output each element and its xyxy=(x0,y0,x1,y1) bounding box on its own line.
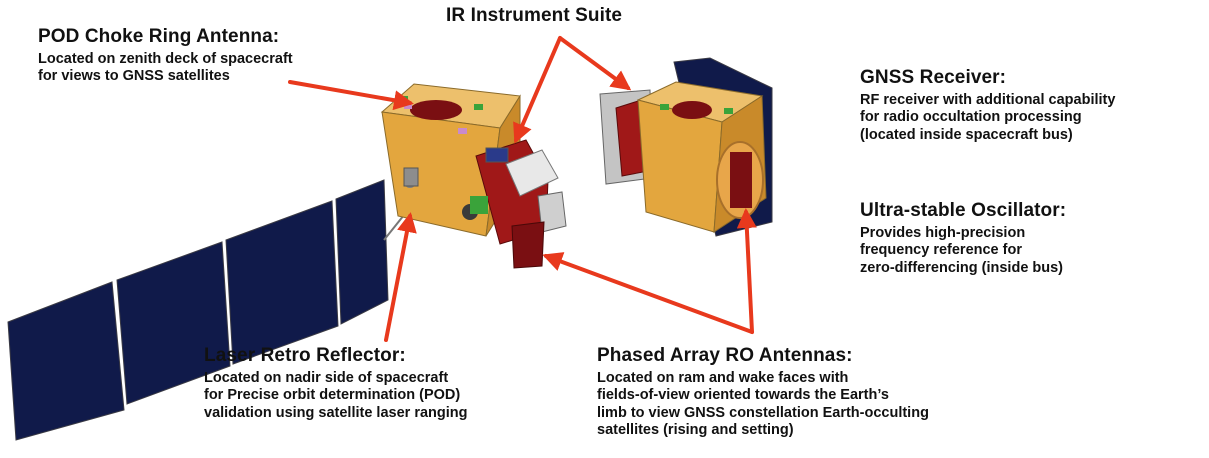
oscillator-line: zero-differencing (inside bus) xyxy=(860,259,1064,276)
gnss-receiver-line: (located inside spacecraft bus) xyxy=(860,126,1073,143)
ir-suite-title: IR Instrument Suite xyxy=(446,5,623,26)
arrow-pod xyxy=(288,80,414,111)
oscillator-title: Ultra-stable Oscillator: xyxy=(860,200,1067,221)
pod-choke-line: Located on zenith deck of spacecraft xyxy=(38,50,293,67)
phased-array-callout: Phased Array RO Antennas: Located on ram… xyxy=(597,345,929,439)
choke-ring-antenna xyxy=(410,100,462,120)
oscillator-line: frequency reference for xyxy=(860,242,1022,259)
gnss-receiver-line: RF receiver with additional capability xyxy=(860,91,1116,108)
solar-array xyxy=(7,179,405,441)
arrows xyxy=(288,36,757,342)
arrow-phased-left xyxy=(542,252,754,334)
arrow-phased-right xyxy=(736,208,757,334)
phased-array-title: Phased Array RO Antennas: xyxy=(597,345,853,366)
arrow-ir-left xyxy=(513,36,562,144)
laser-retro-line: validation using satellite laser ranging xyxy=(204,404,468,421)
pod-choke-callout: POD Choke Ring Antenna: Located on zenit… xyxy=(38,26,293,86)
pod-choke-line: for views to GNSS satellites xyxy=(38,68,230,85)
phased-array-line: satellites (rising and setting) xyxy=(597,421,794,438)
oscillator-line: Provides high-precision xyxy=(860,224,1026,241)
pod-choke-title: POD Choke Ring Antenna: xyxy=(38,26,280,47)
ir-suite-callout: IR Instrument Suite xyxy=(446,5,622,28)
gnss-receiver-callout: GNSS Receiver: RF receiver with addition… xyxy=(860,67,1115,144)
laser-retro-callout: Laser Retro Reflector: Located on nadir … xyxy=(204,345,468,422)
laser-retro-line: for Precise orbit determination (POD) xyxy=(204,387,461,404)
ir-instrument-left xyxy=(470,139,567,245)
phased-array-antenna-right xyxy=(730,152,752,208)
phased-array-line: Located on ram and wake faces with xyxy=(597,369,849,386)
phased-array-antenna-left xyxy=(511,221,545,269)
gnss-receiver-title: GNSS Receiver: xyxy=(860,67,1007,88)
laser-retro-title: Laser Retro Reflector: xyxy=(204,345,406,366)
phased-array-line: fields-of-view oriented towards the Eart… xyxy=(597,387,889,404)
arrow-ir-right xyxy=(558,36,632,91)
laser-retro-line: Located on nadir side of spacecraft xyxy=(204,369,449,386)
arrow-laser xyxy=(384,212,417,342)
oscillator-callout: Ultra-stable Oscillator: Provides high-p… xyxy=(860,200,1066,277)
spacecraft-right xyxy=(599,57,773,237)
phased-array-line: limb to view GNSS constellation Earth-oc… xyxy=(597,404,929,421)
gnss-receiver-line: for radio occultation processing xyxy=(860,109,1082,126)
